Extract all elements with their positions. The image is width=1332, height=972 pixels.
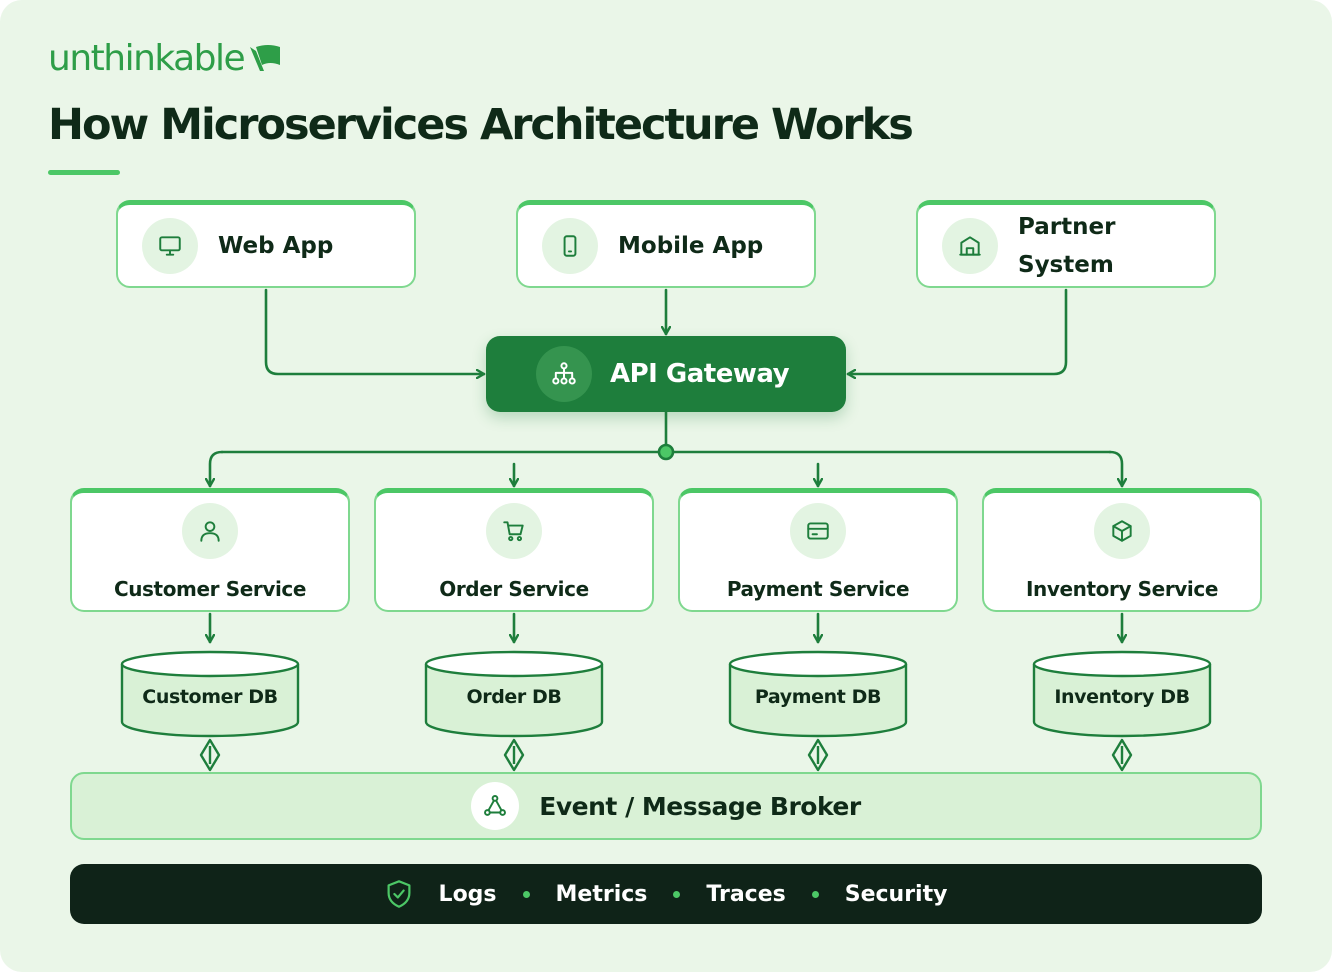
brand-logo: unthinkable [48, 36, 282, 80]
broker-label: Event / Message Broker [539, 791, 861, 821]
database-order: Order DB [424, 648, 604, 738]
message-broker: Event / Message Broker [70, 772, 1262, 840]
web-to-gateway-arrow [264, 288, 486, 374]
service-label: Customer Service [113, 577, 307, 601]
api-gateway: API Gateway [486, 336, 846, 412]
page-title: How Microservices Architecture Works [48, 100, 914, 150]
inventory-db-broker-link [1111, 738, 1133, 772]
service-label: Payment Service [726, 577, 910, 601]
hierarchy-icon [552, 362, 576, 385]
title-underline [48, 170, 120, 175]
credit-card-icon [807, 522, 829, 540]
database-label: Order DB [466, 686, 562, 708]
shield-check-icon [387, 880, 411, 908]
gateway-label: API Gateway [610, 359, 790, 389]
separator-dot [673, 890, 681, 898]
observability-item-traces: Traces [706, 881, 786, 907]
database-icon [120, 650, 300, 738]
database-icon [424, 650, 604, 738]
service-label: Inventory Service [1025, 577, 1219, 601]
observability-item-logs: Logs [438, 881, 497, 907]
observability-bar: Logs Metrics Traces Security [70, 864, 1262, 924]
service-card-payment: Payment Service [678, 488, 958, 612]
service-label: Order Service [439, 577, 589, 601]
brand-name: unthinkable [48, 37, 246, 79]
to-inventory-service-arrow [1108, 450, 1122, 488]
client-label: Partner System [1018, 213, 1116, 278]
database-icon [728, 650, 908, 738]
client-label: Web App [218, 232, 334, 259]
cart-icon [503, 521, 524, 542]
monitor-icon [159, 235, 181, 256]
payment-db-broker-link [807, 738, 829, 772]
order-db-broker-link [503, 738, 525, 772]
service-card-order: Order Service [374, 488, 654, 612]
smartphone-icon [563, 234, 577, 257]
box-icon [1112, 520, 1132, 542]
bus-junction-dot [657, 443, 675, 461]
separator-dot [522, 890, 530, 898]
client-card-mobile-app: Mobile App [516, 200, 816, 288]
observability-item-metrics: Metrics [555, 881, 648, 907]
user-icon [200, 521, 220, 542]
database-label: Customer DB [142, 686, 278, 708]
client-card-web-app: Web App [116, 200, 416, 288]
observability-item-security: Security [844, 881, 948, 907]
database-inventory: Inventory DB [1032, 648, 1212, 738]
database-label: Inventory DB [1054, 686, 1190, 708]
building-icon [959, 235, 981, 256]
network-icon [484, 795, 507, 816]
flag-icon [250, 45, 281, 71]
database-customer: Customer DB [120, 648, 300, 738]
database-payment: Payment DB [728, 648, 908, 738]
customer-db-broker-link [199, 738, 221, 772]
database-label: Payment DB [754, 686, 882, 708]
separator-dot [811, 890, 819, 898]
partner-to-gateway-arrow [846, 288, 1068, 374]
to-customer-service-arrow [210, 450, 224, 488]
client-label: Mobile App [618, 232, 764, 259]
database-icon [1032, 650, 1212, 738]
service-card-customer: Customer Service [70, 488, 350, 612]
client-card-partner-system: Partner System [916, 200, 1216, 288]
service-card-inventory: Inventory Service [982, 488, 1262, 612]
